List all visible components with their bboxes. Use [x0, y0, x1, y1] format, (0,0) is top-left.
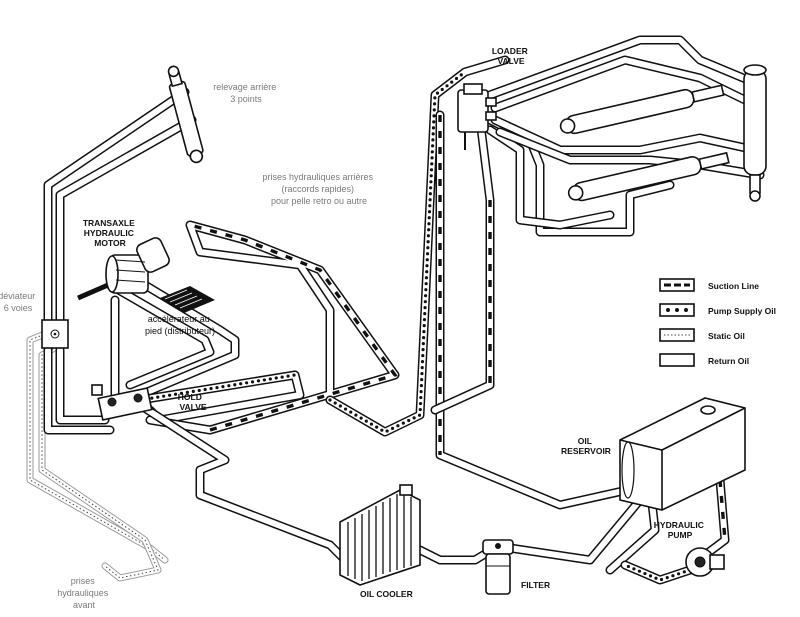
legend-static-label: Static Oil: [708, 331, 745, 341]
legend-pump-supply: Pump Supply Oil: [659, 303, 776, 317]
pipe-network: [26, 35, 765, 585]
relevage-annotation: relevage arrière 3 points: [213, 82, 279, 104]
hydraulic-pump: [685, 547, 725, 577]
legend-return-swatch: [659, 353, 695, 367]
legend-static: Static Oil: [659, 328, 745, 342]
transaxle-motor: [77, 237, 170, 301]
legend-static-swatch: [659, 328, 695, 342]
diverter-hoses: [26, 326, 169, 582]
oil-reservoir: [619, 397, 746, 511]
legend-return: Return Oil: [659, 353, 749, 367]
rear-lift-cylinder: [167, 65, 204, 164]
annotations: relevage arrière 3 points prises hydraul…: [0, 82, 375, 610]
oil-cooler-label: OIL COOLER: [360, 589, 413, 599]
loader-valve-label: LOADER VALVE: [492, 46, 530, 66]
legend-return-label: Return Oil: [708, 356, 749, 366]
loader-cylinder-lines: [485, 35, 765, 237]
loader-valve: [457, 83, 497, 150]
accelerateur-annotation: accélérateur au pied (distributeur): [145, 314, 215, 336]
prises-avant-annotation: prises hydrauliques avant: [57, 576, 111, 610]
legend-pump-supply-label: Pump Supply Oil: [708, 306, 776, 316]
transaxle-motor-label: TRANSAXLE HYDRAULIC MOTOR: [83, 218, 137, 248]
loader-cylinders: [559, 64, 767, 202]
legend-suction: Suction Line: [659, 278, 759, 292]
legend-suction-label: Suction Line: [708, 281, 759, 291]
prises-arrieres-annotation: prises hydrauliques arrières (raccords r…: [262, 172, 375, 206]
pump-supply-line: [325, 55, 660, 575]
legend: Suction Line Pump Supply Oil Static Oil …: [659, 278, 776, 367]
hydraulic-pump-label: HYDRAULIC PUMP: [654, 520, 706, 540]
hold-valve-label: HOLD VALVE: [178, 392, 207, 412]
hold-valve: [91, 384, 153, 421]
oil-cooler: [339, 484, 421, 586]
oil-reservoir-label: OIL RESERVOIR: [561, 436, 611, 456]
filter: [482, 539, 514, 595]
component-labels: LOADER VALVE TRANSAXLE HYDRAULIC MOTOR H…: [83, 46, 706, 599]
rear-lift-lines: [43, 87, 197, 435]
deviateur-annotation: déviateur 6 voies: [0, 291, 38, 313]
filter-label: FILTER: [521, 580, 550, 590]
foot-accelerator: [160, 286, 215, 313]
six-way-diverter: [41, 319, 69, 349]
